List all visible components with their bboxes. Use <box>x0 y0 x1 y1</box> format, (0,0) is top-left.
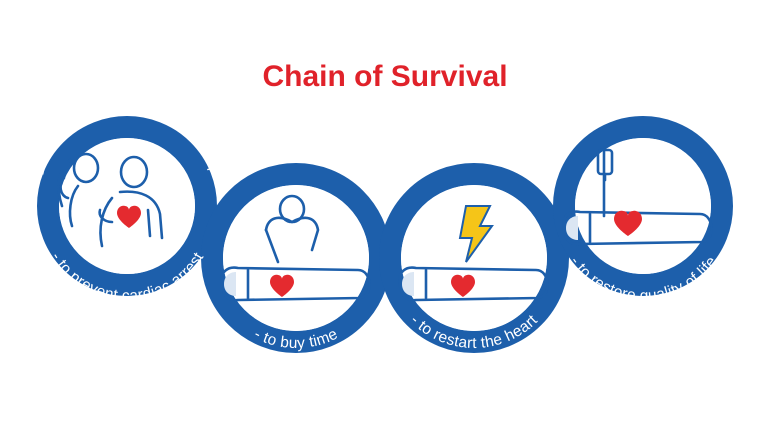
cpr-compression-icon <box>220 194 371 302</box>
head-shade-2 <box>224 272 236 296</box>
ring-4 <box>553 116 733 296</box>
page-title: Chain of Survival <box>262 60 507 93</box>
link-2-top-label: Early CPR <box>255 117 338 142</box>
head-shade-4 <box>566 216 578 240</box>
ring-1 <box>37 116 217 296</box>
heart-icon-2 <box>270 274 294 297</box>
heart-icon-3 <box>451 274 475 297</box>
ring-3 <box>379 163 569 353</box>
hospital-bed-iv-icon <box>562 146 713 246</box>
defibrillation-lightning-icon <box>398 205 549 302</box>
chain-rings <box>37 116 733 353</box>
heart-icon-4 <box>614 210 642 236</box>
heart-icon-1 <box>117 205 141 228</box>
link-3-top-label: Early Defibrillation <box>407 117 542 159</box>
two-people-calling-icon <box>57 152 164 248</box>
